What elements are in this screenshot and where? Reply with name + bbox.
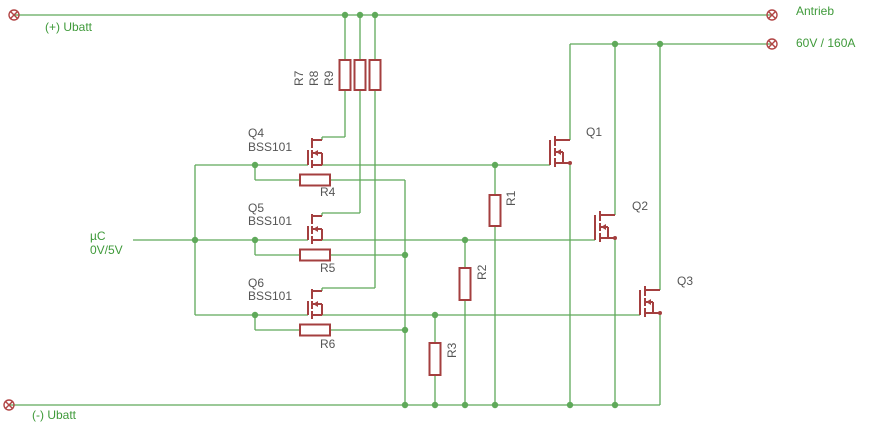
resistor-r4 [299,173,331,187]
mosfet-q3 [639,286,662,317]
resistor-r2 [458,267,472,301]
label-q2: Q2 [632,199,648,213]
mosfet-q1 [549,136,572,167]
resistor-r3 [428,342,442,376]
junction-dot [611,40,619,48]
mosfet-q4 [307,138,323,168]
junction-dot [341,11,349,19]
mosfet-q5 [307,214,323,244]
connector-antrieb [766,9,778,21]
junction-dot [251,311,259,319]
connector-minus-ubatt [3,399,15,411]
junction-dot [251,161,259,169]
junction-dot [251,236,259,244]
resistor-r7 [338,59,352,91]
junction-dot [401,401,409,409]
wires [9,14,772,406]
junction-dot [401,326,409,334]
net-label-uc: µC [90,229,106,243]
junction-dot [566,401,574,409]
label-r6: R6 [320,337,336,351]
junction-dot [191,236,199,244]
junction-dot [431,311,439,319]
connector-load [766,38,778,50]
connector-plus-ubatt [8,9,20,21]
label-q3: Q3 [677,274,693,288]
junction-dot [431,401,439,409]
junction-dot [371,11,379,19]
junction-dot [656,40,664,48]
net-label-uc-voltage: 0V/5V [90,243,123,257]
label-r5: R5 [320,261,336,275]
junction-dot [461,401,469,409]
junction-dot [356,11,364,19]
label-q5-type: BSS101 [248,214,292,228]
junction-dot [491,401,499,409]
resistor-r5 [299,248,331,262]
label-q6-type: BSS101 [248,289,292,303]
label-q4: Q4 [248,126,264,140]
junction-dot [611,401,619,409]
net-label-antrieb: Antrieb [796,4,834,18]
junction-dot [491,161,499,169]
label-q5: Q5 [248,201,264,215]
resistor-r1 [488,194,502,227]
label-r7: R7 [292,70,306,86]
label-q6: Q6 [248,276,264,290]
junctions [191,11,664,409]
label-r8: R8 [307,70,321,86]
label-r4: R4 [320,185,336,199]
resistor-r8 [353,59,367,91]
junction-dot [401,251,409,259]
label-r1: R1 [504,190,518,206]
net-label-plus-ubatt: (+) Ubatt [45,20,93,34]
mosfet-q6 [307,289,323,319]
label-r3: R3 [445,342,459,358]
net-label-load: 60V / 160A [796,36,855,50]
label-q1: Q1 [586,125,602,139]
label-r9: R9 [322,70,336,86]
net-label-minus-ubatt: (-) Ubatt [32,408,77,422]
label-q4-type: BSS101 [248,140,292,154]
mosfet-q2 [594,211,617,242]
junction-dot [461,236,469,244]
resistor-r6 [299,323,331,337]
resistor-r9 [368,59,382,91]
label-r2: R2 [475,264,489,280]
